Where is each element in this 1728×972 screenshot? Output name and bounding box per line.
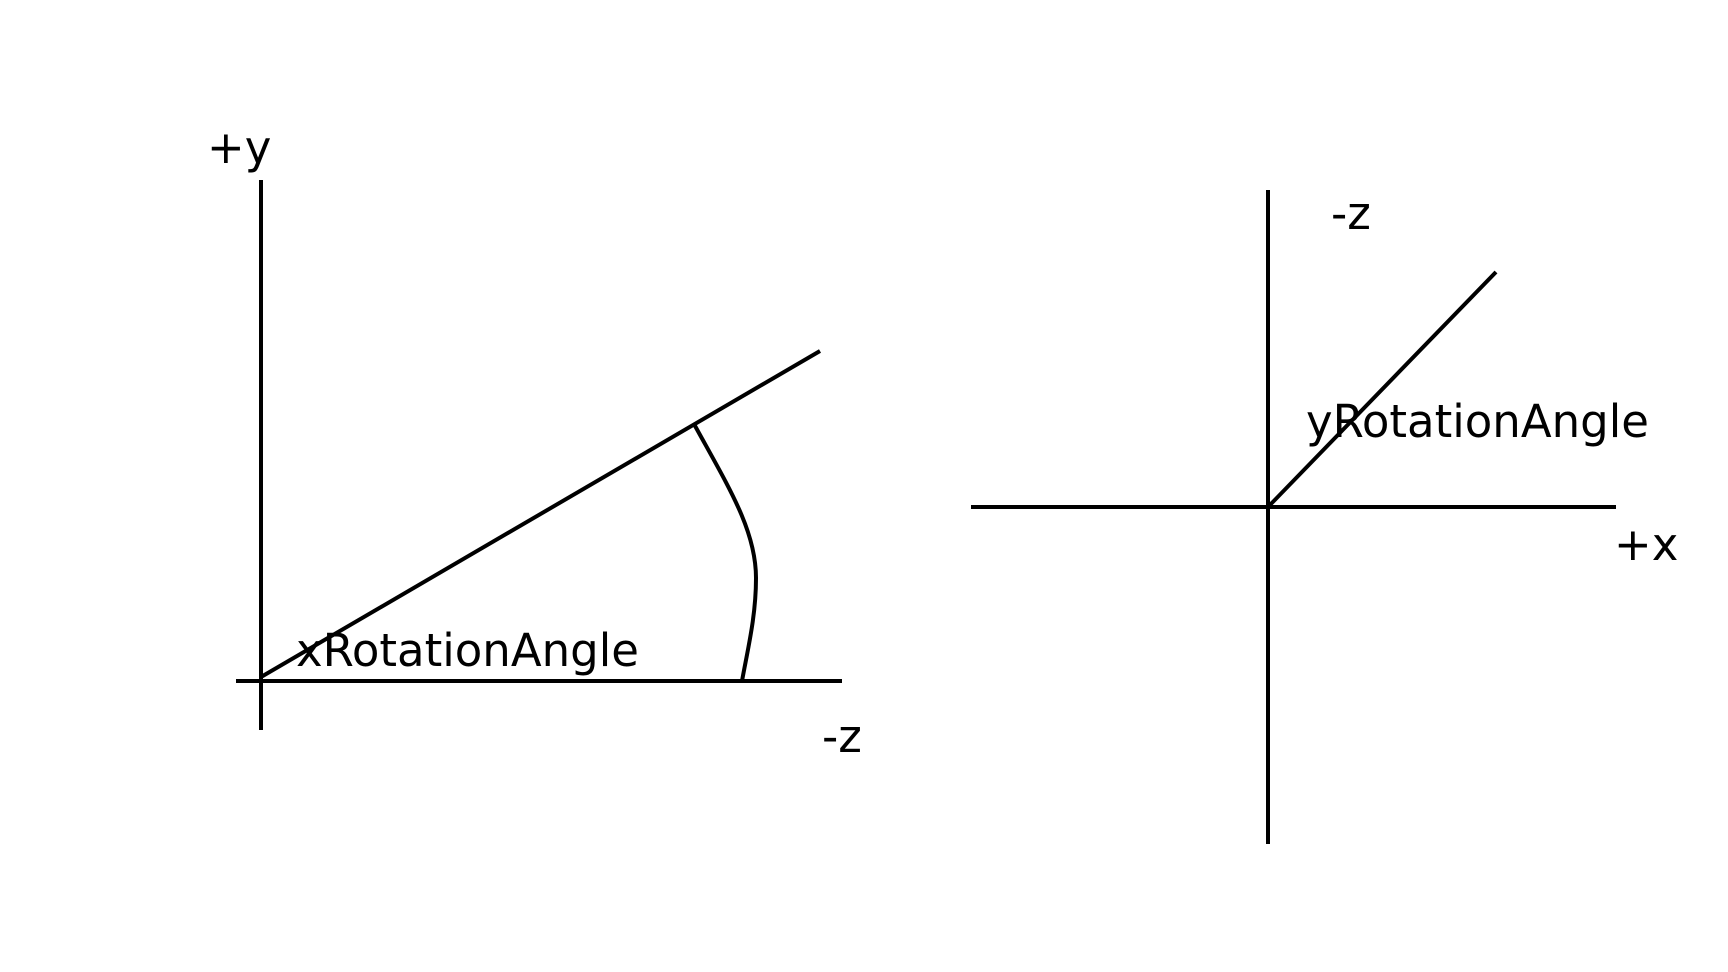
angle-label-x-rotation: xRotationAngle bbox=[296, 624, 639, 677]
rotated-ray-line bbox=[259, 349, 822, 679]
y-rotation-diagram: -z +x yRotationAngle bbox=[971, 187, 1678, 844]
axis-label-plus-x: +x bbox=[1614, 518, 1678, 571]
axis-label-minus-z: -z bbox=[822, 710, 862, 763]
x-rotation-diagram: +y -z xRotationAngle bbox=[207, 121, 862, 763]
rotated-ray-line bbox=[1266, 270, 1498, 509]
angle-arc bbox=[692, 423, 759, 682]
axis-label-plus-y: +y bbox=[207, 121, 271, 174]
axis-label-minus-z: -z bbox=[1331, 187, 1371, 240]
angle-label-y-rotation: yRotationAngle bbox=[1306, 395, 1649, 448]
